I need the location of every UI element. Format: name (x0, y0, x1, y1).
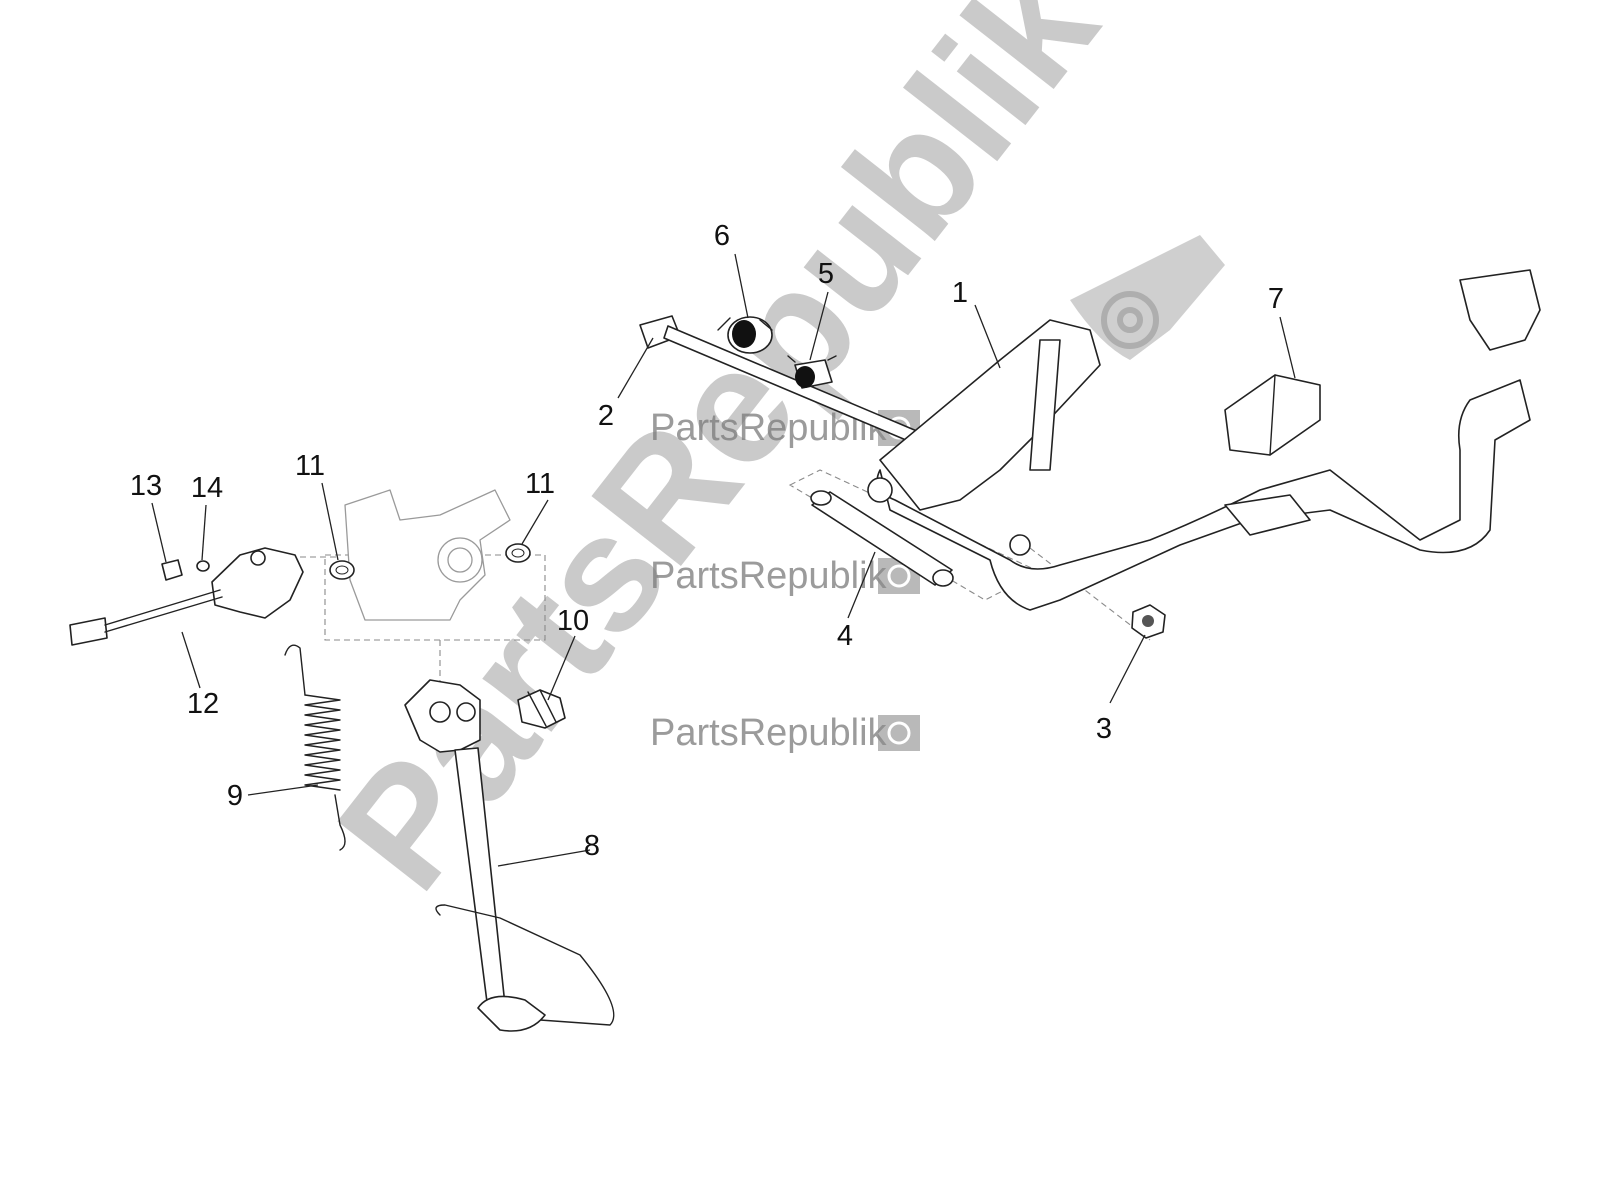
watermark-flag-logo-icon (1070, 235, 1225, 360)
watermark-small-text-2: PartsRepublik (650, 555, 888, 597)
frame-bracket-reference (344, 489, 511, 621)
callout-6: 6 (714, 220, 730, 252)
callout-5: 5 (818, 258, 834, 290)
callout-9: 9 (227, 780, 243, 812)
watermark-background: PartsRepublik PartsRepublik PartsRepubli… (303, 0, 1225, 922)
stand-bushing-part[interactable] (517, 689, 566, 729)
watermark-small-text-3: PartsRepublik (650, 712, 888, 754)
spring-bushing-part[interactable] (717, 316, 773, 354)
leader-lines (151, 253, 1296, 867)
callout-11-left: 11 (295, 450, 325, 482)
callout-2: 2 (598, 400, 614, 432)
assembly-line-nut (1029, 547, 1151, 641)
assembly-box-bracket (324, 554, 546, 641)
side-stand-part[interactable] (404, 679, 615, 1032)
washer-part-left[interactable] (329, 560, 355, 580)
washer-part-right[interactable] (505, 543, 531, 563)
callout-3: 3 (1096, 713, 1112, 745)
callout-11-right: 11 (525, 468, 555, 500)
nut-part[interactable] (1131, 604, 1166, 639)
callout-14: 14 (191, 472, 223, 504)
callout-7: 7 (1268, 283, 1284, 315)
watermark-gear-icon-3 (878, 715, 920, 751)
return-spring-part[interactable] (284, 644, 346, 851)
pivot-pin-part[interactable] (810, 490, 954, 587)
small-washer-part[interactable] (196, 560, 210, 572)
callout-1: 1 (952, 277, 968, 309)
callout-12: 12 (187, 688, 219, 720)
callouts: 1 2 3 4 5 6 7 8 9 10 11 11 12 13 14 (130, 220, 1284, 862)
screw-part[interactable] (161, 559, 183, 581)
small-bushing-part[interactable] (787, 355, 837, 389)
stand-switch-part[interactable] (69, 547, 304, 646)
callout-8: 8 (584, 830, 600, 862)
callout-4: 4 (837, 620, 853, 652)
callout-13: 13 (130, 470, 162, 502)
callout-10: 10 (557, 605, 589, 637)
center-stand-part[interactable] (867, 269, 1541, 611)
watermark-row-3: PartsRepublik (650, 712, 920, 754)
rubber-pad-part[interactable] (1224, 374, 1321, 456)
watermark-row-2: PartsRepublik (650, 555, 920, 597)
